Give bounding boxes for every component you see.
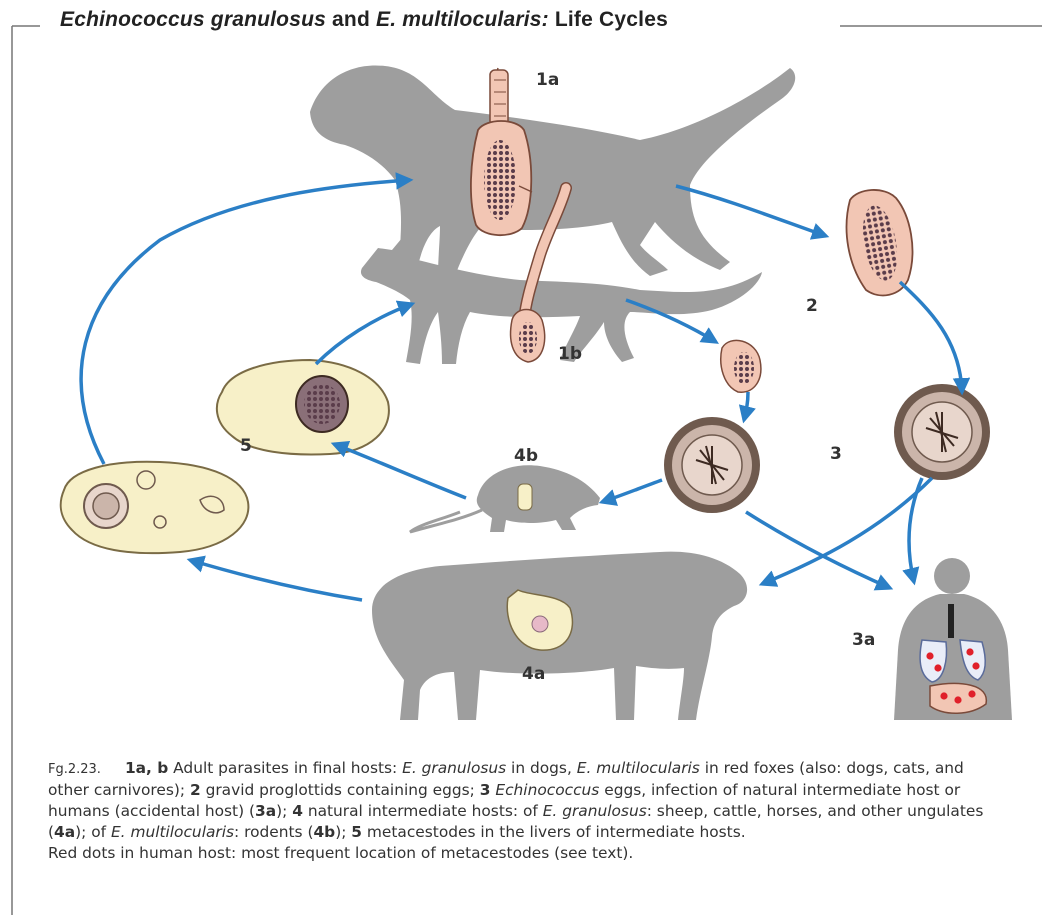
arrow-egg-to-rodent — [602, 480, 662, 502]
caption-italic: Echinococcus — [490, 781, 599, 799]
caption-bold: 1a, b — [125, 759, 168, 777]
page-title: Echinococcus granulosus and E. multilocu… — [50, 8, 678, 32]
caption-text: ); — [276, 802, 292, 820]
egg-right — [894, 384, 990, 480]
label-4a: 4a — [522, 664, 545, 684]
arrow-liver-to-fox — [316, 304, 412, 364]
caption-bold: 4b — [313, 823, 335, 841]
label-3a: 3a — [852, 630, 875, 650]
label-3: 3 — [830, 444, 842, 464]
dog-silhouette — [310, 65, 795, 276]
caption-bold: 3 — [480, 781, 491, 799]
title-connector: and — [326, 8, 376, 31]
proglottid-small — [721, 340, 761, 392]
caption-italic: E. granulosus — [402, 759, 506, 777]
proglottid-large — [847, 190, 913, 296]
caption-paragraph: Fg.2.23. 1a, b Adult parasites in final h… — [48, 758, 988, 843]
arrow-egg-to-human — [909, 478, 922, 582]
title-suffix: Life Cycles — [549, 8, 668, 31]
tapeworm-1a — [471, 68, 532, 235]
label-1b: 1b — [558, 344, 582, 364]
caption-fig-no: Fg.2.23. — [48, 762, 101, 777]
label-2: 2 — [806, 296, 818, 316]
title-species-2: E. multilocularis: — [376, 8, 549, 31]
arrow-proglottid-to-egg-left — [744, 392, 748, 420]
caption-text: ); — [335, 823, 351, 841]
caption-italic: E. multilocularis — [577, 759, 700, 777]
sheep-silhouette — [372, 552, 747, 720]
rodent-silhouette — [410, 465, 600, 532]
arrow-proglottid-to-egg — [900, 282, 962, 392]
label-4b: 4b — [514, 446, 538, 466]
caption-text: gravid proglottids containing eggs; — [201, 781, 480, 799]
caption-text: Adult parasites in final hosts: — [168, 759, 402, 777]
arrow-egg-left-to-human — [746, 512, 890, 588]
caption-text: natural intermediate hosts: of — [303, 802, 543, 820]
caption-italic: E. multilocularis — [111, 823, 234, 841]
caption-bold: 5 — [351, 823, 362, 841]
arrow-sheep-to-liver — [190, 560, 362, 600]
caption-text: metacestodes in the livers of intermedia… — [362, 823, 746, 841]
caption-bold: 4 — [292, 802, 303, 820]
caption-text: : rodents ( — [234, 823, 313, 841]
caption-bold: 3a — [255, 802, 276, 820]
caption-italic: E. granulosus — [543, 802, 647, 820]
arrow-rodent-to-liver — [334, 444, 466, 498]
caption-line-2: Red dots in human host: most frequent lo… — [48, 843, 988, 864]
liver-metacestode-lower — [61, 462, 249, 553]
caption-text: in dogs, — [506, 759, 577, 777]
egg-left — [664, 417, 760, 513]
caption-bold: 4a — [54, 823, 75, 841]
caption-bold: 2 — [190, 781, 201, 799]
title-species-1: Echinococcus granulosus — [60, 8, 326, 31]
label-1a: 1a — [536, 70, 559, 90]
caption-text: ); of — [75, 823, 111, 841]
label-5: 5 — [240, 436, 252, 456]
human-silhouette — [894, 558, 1012, 720]
figure-caption: Fg.2.23. 1a, b Adult parasites in final h… — [48, 758, 988, 864]
